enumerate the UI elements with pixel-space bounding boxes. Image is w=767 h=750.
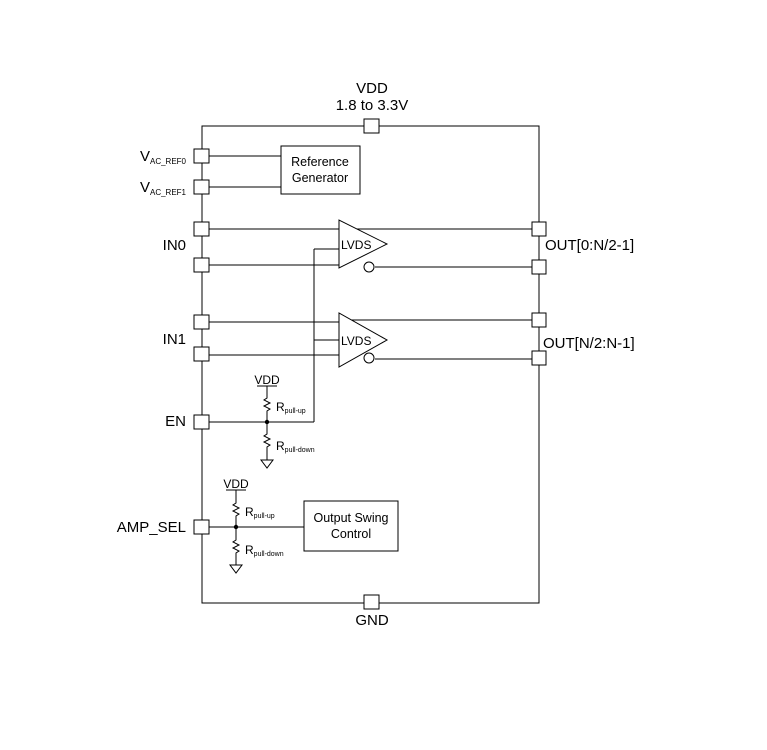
lvds-buffer-0 bbox=[338, 219, 389, 269]
out0-label: OUT[0:N/2-1] bbox=[545, 237, 634, 254]
amp-sel-vdd-label: VDD bbox=[223, 477, 249, 491]
en-ground-symbol bbox=[260, 459, 274, 469]
reference-generator-wires bbox=[209, 155, 281, 188]
reference-generator-label-line1: Reference bbox=[291, 155, 349, 169]
in0-n-pin bbox=[193, 257, 210, 273]
vdd-pin bbox=[363, 118, 380, 134]
output-swing-control-label-line2: Control bbox=[331, 527, 371, 541]
en-pullup-resistor bbox=[262, 386, 272, 422]
en-pulldown-label: Rpull-down bbox=[276, 439, 315, 454]
vac-ref1-label: VAC_REF1 bbox=[140, 179, 187, 197]
amp-sel-pulldown-label: Rpull-down bbox=[245, 543, 284, 558]
buffer-1-label: LVDS bbox=[341, 334, 371, 348]
out0-n-pin bbox=[531, 259, 547, 275]
en-pulldown-resistor bbox=[262, 422, 272, 460]
enable-wires bbox=[209, 248, 339, 423]
buffer-0-wires bbox=[209, 228, 532, 268]
amp-sel-ground-symbol bbox=[229, 564, 243, 574]
vac-ref0-label: VAC_REF0 bbox=[140, 148, 187, 166]
out1-p-pin bbox=[531, 312, 547, 328]
vdd-range-label: 1.8 to 3.3V bbox=[336, 97, 409, 114]
en-pin bbox=[193, 414, 210, 430]
amp-sel-pullup-label: Rpull-up bbox=[245, 505, 275, 520]
output-swing-control-label-line1: Output Swing bbox=[313, 511, 388, 525]
reference-generator-label-line2: Generator bbox=[292, 171, 348, 185]
output-swing-control-block bbox=[303, 500, 399, 552]
in1-p-pin bbox=[193, 314, 210, 330]
out1-n-pin bbox=[531, 350, 547, 366]
in1-label: IN1 bbox=[163, 331, 186, 348]
vac-ref1-pin bbox=[193, 179, 210, 195]
gnd-label: GND bbox=[355, 612, 389, 629]
reference-generator-block bbox=[280, 145, 361, 195]
vac-ref0-pin bbox=[193, 148, 210, 164]
buffer-1-inversion-bubble bbox=[363, 352, 375, 364]
gnd-pin bbox=[363, 594, 380, 610]
en-label: EN bbox=[165, 413, 186, 430]
out0-p-pin bbox=[531, 221, 547, 237]
buffer-0-label: LVDS bbox=[341, 238, 371, 252]
buffer-0-inversion-bubble bbox=[363, 261, 375, 273]
amp-sel-pulldown-resistor bbox=[231, 527, 241, 565]
en-vdd-label: VDD bbox=[254, 373, 280, 387]
out1-label: OUT[N/2:N-1] bbox=[543, 335, 635, 352]
buffer-1-wires bbox=[209, 319, 532, 360]
en-pullup-label: Rpull-up bbox=[276, 400, 306, 415]
vdd-label: VDD bbox=[356, 80, 388, 97]
amp-sel-label: AMP_SEL bbox=[117, 519, 186, 536]
in0-p-pin bbox=[193, 221, 210, 237]
in0-label: IN0 bbox=[163, 237, 186, 254]
amp-sel-pullup-resistor bbox=[231, 490, 241, 527]
amp-sel-pin bbox=[193, 519, 210, 535]
in1-n-pin bbox=[193, 346, 210, 362]
